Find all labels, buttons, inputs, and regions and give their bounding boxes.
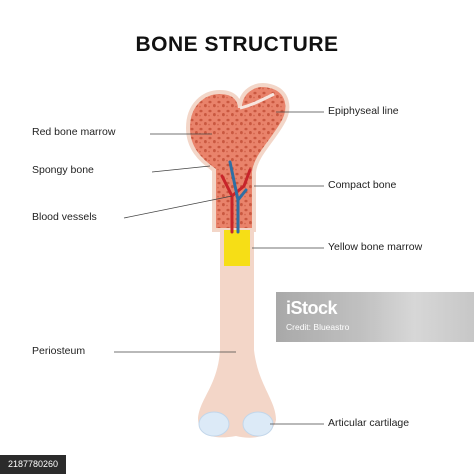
leader-spongy-bone [151,165,211,173]
articular-cartilage-right [242,411,274,437]
label-yellow-bone-marrow: Yellow bone marrow [328,241,423,253]
watermark-logo: iStock [286,298,338,318]
label-spongy-bone: Spongy bone [32,164,94,176]
articular-cartilage-left [198,411,230,437]
diagram-title: BONE STRUCTURE [135,33,339,56]
watermark-credit: Credit: Blueastro [286,322,350,332]
watermark-banner: iStock Credit: Blueastro [276,292,474,342]
label-blood-vessels: Blood vessels [32,211,97,223]
leader-blood-vessels [123,195,233,219]
label-articular-cartilage: Articular cartilage [328,417,410,429]
label-epiphyseal-line: Epiphyseal line [328,105,399,117]
blood-vessel-blue [228,160,248,234]
epiphyseal-line [239,92,275,110]
watermark-image-id: 2187780260 [0,455,66,474]
label-red-bone-marrow: Red bone marrow [32,126,116,138]
yellow-bone-marrow [224,230,250,266]
label-compact-bone: Compact bone [328,179,397,191]
label-periosteum: Periosteum [32,345,86,357]
